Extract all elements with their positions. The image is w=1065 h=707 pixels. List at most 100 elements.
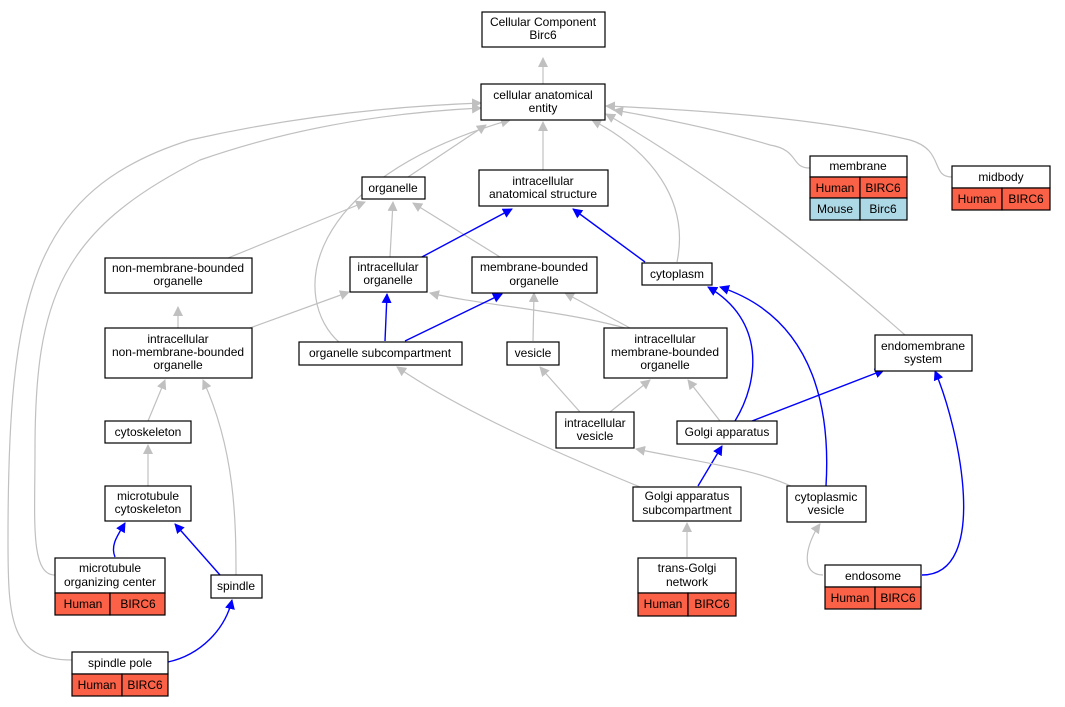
gene-label: BIRC6 bbox=[120, 597, 156, 611]
node-label: organelle subcompartment bbox=[309, 346, 452, 360]
edge-mtoc-mtcyto bbox=[112, 522, 126, 558]
node-label: subcompartment bbox=[642, 503, 732, 517]
node-cytoskeleton[interactable]: cytoskeleton bbox=[104, 420, 192, 444]
edge-endosome-endomembrane bbox=[921, 370, 965, 576]
node-endomembrane-system[interactable]: endomembrane system bbox=[874, 334, 973, 372]
node-intracellular-vesicle[interactable]: intracellular vesicle bbox=[555, 411, 635, 449]
node-label: organelle bbox=[363, 273, 413, 287]
node-label: Cellular Component bbox=[490, 15, 597, 29]
node-label: entity bbox=[529, 101, 558, 115]
edge-spindle-mtcyto bbox=[174, 523, 221, 576]
node-label: trans-Golgi bbox=[658, 561, 717, 575]
node-label: intracellular bbox=[634, 332, 695, 346]
node-label: Golgi apparatus bbox=[645, 489, 730, 503]
node-microtubule-organizing-center[interactable]: microtubule organizing center Human BIRC… bbox=[54, 557, 166, 616]
node-cytoplasm[interactable]: cytoplasm bbox=[641, 262, 713, 286]
gene-label: BIRC6 bbox=[694, 597, 730, 611]
species-label: Human bbox=[78, 678, 117, 692]
species-label: Human bbox=[816, 181, 855, 195]
node-organelle-subcompartment[interactable]: organelle subcompartment bbox=[298, 341, 463, 366]
node-label: cytoskeleton bbox=[115, 502, 182, 516]
edge-vesicle-mbo bbox=[528, 292, 539, 342]
edge-membrane-cae bbox=[613, 106, 811, 169]
node-label: membrane-bounded bbox=[611, 345, 719, 359]
edge-midbody-cae bbox=[605, 101, 953, 178]
node-label: intracellular bbox=[564, 416, 625, 430]
edge-nmbo-organelle bbox=[227, 200, 366, 259]
node-label: intracellular bbox=[357, 260, 418, 274]
node-label: intracellular bbox=[512, 174, 573, 188]
edge-cytovesicle-ivesicle bbox=[635, 445, 796, 489]
node-label: microtubule bbox=[79, 561, 141, 575]
node-label: membrane bbox=[829, 159, 887, 173]
node-spindle[interactable]: spindle bbox=[210, 574, 263, 599]
node-label: organelle bbox=[368, 181, 418, 195]
edge-spole-cae bbox=[7, 98, 482, 661]
node-spindle-pole[interactable]: spindle pole Human BIRC6 bbox=[71, 651, 169, 697]
node-cellular-anatomical-entity[interactable]: cellular anatomical entity bbox=[480, 83, 606, 121]
node-golgi-apparatus[interactable]: Golgi apparatus bbox=[676, 420, 778, 445]
gene-label: BIRC6 bbox=[865, 181, 901, 195]
species-label: Human bbox=[958, 192, 997, 206]
node-trans-golgi-network[interactable]: trans-Golgi network Human BIRC6 bbox=[637, 557, 737, 617]
node-vesicle[interactable]: vesicle bbox=[506, 341, 560, 366]
edge-golgi-imbo bbox=[687, 379, 721, 422]
edge-io-ias bbox=[419, 208, 513, 259]
node-label: organizing center bbox=[64, 575, 156, 589]
edge-golgi-cytoplasm bbox=[707, 286, 754, 422]
edge-mbo-organelle bbox=[412, 202, 501, 258]
node-label: endomembrane bbox=[881, 339, 965, 353]
node-label: organelle bbox=[153, 274, 203, 288]
gene-cell-human bbox=[687, 592, 737, 617]
edge-golgisub-golgi bbox=[697, 445, 723, 487]
node-cytoplasmic-vesicle[interactable]: cytoplasmic vesicle bbox=[786, 485, 867, 523]
node-label: non-membrane-bounded bbox=[112, 261, 244, 275]
edge-ivesicle-imbo bbox=[609, 379, 651, 413]
edge-endosome-cytovesicle bbox=[806, 523, 824, 576]
gene-cell-human bbox=[874, 586, 922, 610]
edge-cytoplasm-cae bbox=[591, 119, 681, 263]
node-intracellular-membrane-bounded-organelle[interactable]: intracellular membrane-bounded organelle bbox=[603, 327, 728, 379]
edge-cytovesicle-cytoplasm bbox=[719, 285, 828, 487]
node-label: Birc6 bbox=[529, 28, 557, 42]
node-non-membrane-bounded-organelle[interactable]: non-membrane-bounded organelle bbox=[104, 257, 253, 294]
node-membrane-bounded-organelle[interactable]: membrane-bounded organelle bbox=[471, 256, 598, 294]
node-intracellular-anatomical-structure[interactable]: intracellular anatomical structure bbox=[478, 169, 609, 207]
gene-cell-mouse bbox=[859, 197, 908, 221]
node-organelle[interactable]: organelle bbox=[361, 176, 426, 200]
edge-spindle-inmbo bbox=[202, 379, 237, 576]
node-endosome[interactable]: endosome Human BIRC6 bbox=[824, 564, 922, 610]
species-label: Human bbox=[644, 597, 683, 611]
edge-golgisub-osub bbox=[396, 366, 641, 488]
gene-cell-human bbox=[121, 673, 169, 697]
edge-golgi-endomembrane bbox=[751, 368, 885, 422]
gene-cell-human bbox=[1001, 187, 1051, 211]
edge-endomembrane-cae bbox=[605, 113, 906, 336]
node-intracellular-organelle[interactable]: intracellular organelle bbox=[349, 256, 428, 293]
edge-spole-spindle bbox=[167, 599, 235, 663]
edge-organelle-cae bbox=[407, 124, 487, 178]
species-label: Human bbox=[831, 591, 870, 605]
node-label: endosome bbox=[845, 569, 901, 583]
edge-osub-mbo bbox=[404, 293, 503, 342]
edge-osub-cae bbox=[314, 117, 511, 344]
node-microtubule-cytoskeleton[interactable]: microtubule cytoskeleton bbox=[104, 485, 192, 522]
node-golgi-apparatus-subcompartment[interactable]: Golgi apparatus subcompartment bbox=[632, 486, 742, 522]
node-label: cellular anatomical bbox=[493, 88, 592, 102]
node-label: cytoplasm bbox=[650, 267, 704, 281]
gene-label: BIRC6 bbox=[127, 678, 163, 692]
gene-label: BIRC6 bbox=[1008, 192, 1044, 206]
node-label: organelle bbox=[153, 358, 203, 372]
node-membrane[interactable]: membrane Human BIRC6 Mouse Birc6 bbox=[809, 155, 908, 221]
node-label: microtubule bbox=[117, 489, 179, 503]
node-intracellular-non-membrane-bounded-organelle[interactable]: intracellular non-membrane-bounded organ… bbox=[104, 327, 253, 379]
node-label: cytoskeleton bbox=[115, 425, 182, 439]
node-midbody[interactable]: midbody Human BIRC6 bbox=[951, 165, 1051, 211]
edge-cytoskeleton-inmbo bbox=[147, 379, 167, 422]
node-label: cytoplasmic bbox=[795, 490, 858, 504]
edge-inmbo-io bbox=[249, 290, 350, 329]
node-cellular-component[interactable]: Cellular Component Birc6 bbox=[481, 11, 606, 48]
node-label: intracellular bbox=[147, 332, 208, 346]
node-label: vesicle bbox=[808, 503, 845, 517]
